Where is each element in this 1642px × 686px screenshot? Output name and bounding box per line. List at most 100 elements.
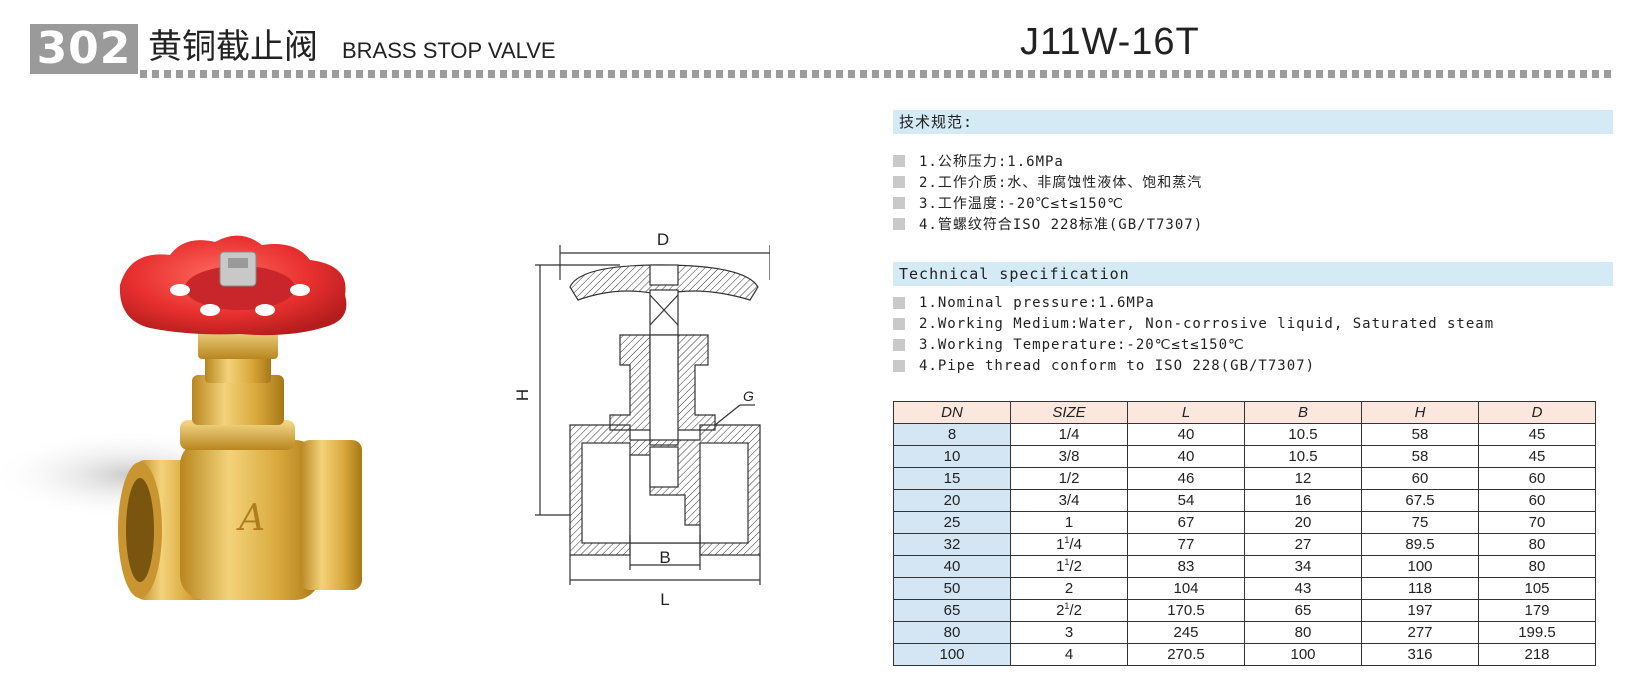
cell-size: 21/2 xyxy=(1010,599,1128,622)
valve-outlet-hex xyxy=(300,440,362,590)
cell-l: 245 xyxy=(1127,621,1245,644)
cell-dn: 32 xyxy=(893,533,1011,556)
size-whole: 2 xyxy=(1064,580,1074,597)
col-header-l: L xyxy=(1127,401,1245,424)
bullet-square xyxy=(893,217,905,230)
size-fraction-denominator: /2 xyxy=(1069,558,1082,575)
cell-size: 3/8 xyxy=(1010,445,1128,468)
dotted-divider xyxy=(140,70,1612,78)
cell-h: 89.5 xyxy=(1361,533,1479,556)
drawing-disc xyxy=(649,446,679,488)
cell-dn: 25 xyxy=(893,511,1011,534)
cell-size: 11/4 xyxy=(1010,533,1128,556)
title-chinese: 黄铜截止阀 xyxy=(148,27,318,67)
cell-b: 12 xyxy=(1244,467,1362,490)
spec-en-item: 4.Pipe thread conform to ISO 228(GB/T730… xyxy=(893,355,1613,376)
cell-d: 179 xyxy=(1478,599,1596,622)
label-l: L xyxy=(660,590,669,609)
valve-bonnet-flange xyxy=(180,420,295,450)
catalog-number-badge: 302 xyxy=(30,24,138,74)
size-whole: 1 xyxy=(1064,514,1074,531)
handwheel-hole xyxy=(255,304,275,316)
cell-h: 58 xyxy=(1361,445,1479,468)
valve-body-logo: A xyxy=(236,498,265,539)
drawing-outlet xyxy=(699,442,749,544)
handwheel-nut-top xyxy=(228,258,248,268)
cell-b: 20 xyxy=(1244,511,1362,534)
valve-technical-drawing: D H G B L xyxy=(513,230,770,609)
spec-cn-text: 2.工作介质:水、非腐蚀性液体、饱和蒸汽 xyxy=(919,174,1203,191)
valve-packing-nut xyxy=(198,327,278,359)
cell-b: 34 xyxy=(1244,555,1362,578)
spec-en-item: 2.Working Medium:Water, Non-corrosive li… xyxy=(893,313,1613,334)
size-whole: 4 xyxy=(1064,646,1074,663)
bullet-square xyxy=(893,359,905,372)
size-fraction: 3/8 xyxy=(1058,448,1080,465)
drawing-inlet xyxy=(581,442,631,544)
g-leader xyxy=(714,404,741,426)
size-fraction-denominator: /4 xyxy=(1069,536,1082,553)
spec-en-text: 1.Nominal pressure:1.6MPa xyxy=(919,294,1155,311)
handwheel-nut xyxy=(219,251,257,287)
spec-cn-item: 4.管螺纹符合ISO 228标准(GB/T7307) xyxy=(893,213,1613,234)
drawing-stem-x xyxy=(649,294,679,326)
label-d: D xyxy=(657,230,669,249)
spec-cn-item: 1.公称压力:1.6MPa xyxy=(893,150,1613,171)
cell-d: 218 xyxy=(1478,643,1596,666)
spec-cn-list: 1.公称压力:1.6MPa 2.工作介质:水、非腐蚀性液体、饱和蒸汽 3.工作温… xyxy=(893,150,1613,234)
spec-en-section: Technical specification 1.Nominal pressu… xyxy=(893,262,1613,376)
size-whole: 3 xyxy=(1064,624,1074,641)
spec-cn-title: 技术规范: xyxy=(893,110,1613,134)
cell-dn: 80 xyxy=(893,621,1011,644)
cell-size: 11/2 xyxy=(1010,555,1128,578)
cell-l: 46 xyxy=(1127,467,1245,490)
spec-en-item: 1.Nominal pressure:1.6MPa xyxy=(893,292,1613,313)
cell-h: 75 xyxy=(1361,511,1479,534)
cell-b: 43 xyxy=(1244,577,1362,600)
valve-product-photo: A xyxy=(0,235,362,600)
cell-d: 70 xyxy=(1478,511,1596,534)
col-header-d: D xyxy=(1478,401,1596,424)
spec-cn-text: 3.工作温度:-20℃≤t≤150℃ xyxy=(919,195,1124,212)
size-fraction-numerator: 1 xyxy=(1064,557,1070,567)
label-g: G xyxy=(743,388,754,404)
spec-cn-item: 3.工作温度:-20℃≤t≤150℃ xyxy=(893,192,1613,213)
cell-l: 77 xyxy=(1127,533,1245,556)
cell-b: 65 xyxy=(1244,599,1362,622)
cell-dn: 100 xyxy=(893,643,1011,666)
cell-b: 10.5 xyxy=(1244,423,1362,446)
spec-en-text: 3.Working Temperature:-20℃≤t≤150℃ xyxy=(919,336,1245,353)
title-english: BRASS STOP VALVE xyxy=(342,38,556,63)
cell-d: 105 xyxy=(1478,577,1596,600)
size-fraction-numerator: 1 xyxy=(1064,601,1070,611)
bullet-square xyxy=(893,154,905,167)
cell-h: 118 xyxy=(1361,577,1479,600)
bullet-square xyxy=(893,296,905,309)
spec-en-title: Technical specification xyxy=(893,262,1613,286)
handwheel-hub-ring xyxy=(185,266,295,310)
cell-h: 60 xyxy=(1361,467,1479,490)
bullet-square xyxy=(893,338,905,351)
cell-dn: 8 xyxy=(893,423,1011,446)
size-whole: 1 xyxy=(1056,536,1065,553)
cell-dn: 10 xyxy=(893,445,1011,468)
cell-h: 100 xyxy=(1361,555,1479,578)
cell-h: 58 xyxy=(1361,423,1479,446)
cell-h: 277 xyxy=(1361,621,1479,644)
valve-body xyxy=(180,440,320,600)
cell-d: 45 xyxy=(1478,445,1596,468)
cell-b: 10.5 xyxy=(1244,445,1362,468)
col-header-dn: DN xyxy=(893,401,1011,424)
size-whole: 1 xyxy=(1056,558,1065,575)
col-header-b: B xyxy=(1244,401,1362,424)
cell-d: 60 xyxy=(1478,467,1596,490)
